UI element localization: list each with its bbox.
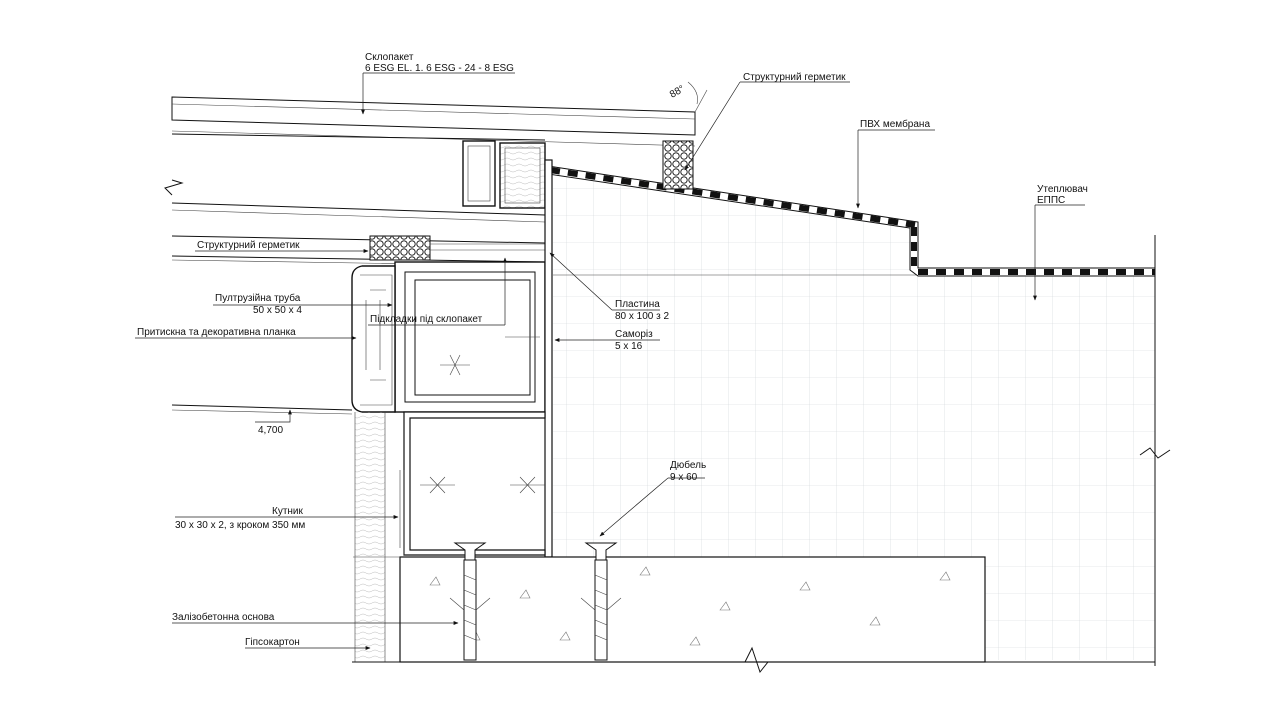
angle-bracket [399, 411, 546, 556]
label-glass-unit-title: Склопакет [365, 52, 414, 63]
structural-sealant-lower [369, 235, 431, 261]
insulation-eps-block [550, 170, 1171, 666]
label-pultruded-tube-title: Пултрузійна труба [215, 292, 301, 304]
glass-unit [164, 81, 708, 267]
label-structural-sealant-top: Структурний герметик [743, 72, 846, 83]
label-glazing-pads: Підкладки під склопакет [370, 314, 483, 325]
screw-icons [420, 336, 545, 494]
label-angle-spec: 30 х 30 х 2, з кроком 350 мм [175, 520, 305, 531]
label-angle-title: Кутник [272, 506, 304, 517]
pressure-decorative-strip [171, 265, 396, 415]
label-rc-base: Залізобетонна основа [172, 611, 275, 623]
label-insulation-title: Утеплювач [1037, 184, 1088, 195]
label-dowel-title: Дюбель [670, 459, 706, 471]
label-plate-title: Пластина [615, 299, 660, 310]
label-pultruded-tube-spec: 50 х 50 х 4 [253, 305, 302, 316]
label-screw-spec: 5 х 16 [615, 341, 643, 352]
label-screw-title: Саморіз [615, 329, 653, 340]
plate [544, 159, 553, 558]
label-angle-deg: 88° [668, 84, 687, 101]
label-plate-spec: 80 х 100 з 2 [615, 311, 670, 322]
label-dowel-spec: 9 х 60 [670, 472, 698, 483]
label-pressure-plate: Притискна та декоративна планка [137, 327, 296, 338]
drywall [355, 412, 385, 662]
label-glass-unit-spec: 6 ESG EL. 1. 6 ESG - 24 - 8 ESG [365, 63, 514, 74]
label-drywall: Гіпсокартон [245, 637, 300, 648]
leader-lines [135, 72, 1085, 650]
dowel-left [449, 542, 491, 661]
dowel-right [580, 542, 622, 661]
label-level-mark: 4,700 [258, 425, 283, 436]
label-pvc-membrane: ПВХ мембрана [860, 118, 930, 130]
rc-base [352, 556, 1155, 674]
label-structural-sealant-left: Структурний герметик [197, 240, 300, 251]
pvc-membrane [547, 165, 1156, 277]
label-insulation-spec: ЕППС [1037, 195, 1065, 206]
